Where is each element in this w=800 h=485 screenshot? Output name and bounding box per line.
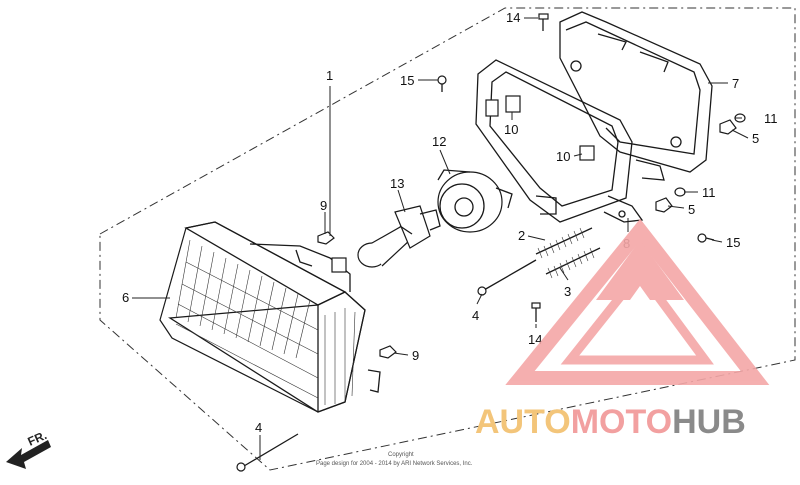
- callout-15-right: 15: [726, 235, 740, 250]
- callout-3: 3: [564, 284, 571, 299]
- bolt-14-lower: [531, 302, 541, 322]
- adjusting-screw-upper: [477, 259, 537, 296]
- copyright-line2: Page design for 2004 - 2014 by ARI Netwo…: [316, 461, 473, 467]
- callout-14-top: 14: [506, 10, 520, 25]
- callout-14-lower: 14: [528, 332, 542, 347]
- adjusting-screw-lower: [236, 433, 299, 472]
- copyright-line1: Copyright: [388, 452, 414, 458]
- callout-4-lower: 4: [255, 420, 262, 435]
- bolt-14-top: [538, 13, 549, 31]
- callout-6: 6: [122, 290, 129, 305]
- nut-5-lower: [655, 197, 673, 213]
- callout-7: 7: [732, 76, 739, 91]
- nut-9-bottom: [379, 345, 397, 359]
- callout-2: 2: [518, 228, 525, 243]
- headlight-lens-unit: [159, 221, 381, 413]
- callout-9-bottom: 9: [412, 348, 419, 363]
- watermark-logo: [505, 218, 770, 385]
- adjusting-springs: [535, 227, 601, 279]
- watermark-auto: AUTO: [475, 403, 571, 441]
- callout-11-lower: 11: [702, 185, 716, 200]
- copyright-notice: Copyright Page design for 2004 - 2014 by…: [316, 452, 473, 467]
- svg-text:AUTOMOTOHUB: AUTOMOTOHUB: [475, 403, 746, 441]
- callout-5-upper: 5: [752, 131, 759, 146]
- callout-10-upper: 10: [504, 122, 518, 137]
- screw-15-top: [437, 75, 447, 92]
- screw-15-right: [697, 233, 715, 243]
- front-direction-arrow: FR.: [6, 428, 51, 469]
- headlight-mounting-frame: [475, 59, 644, 223]
- callout-15-top: 15: [400, 73, 414, 88]
- callout-13: 13: [390, 176, 404, 191]
- callouts: 1 2 3 4 4 5 5 6 7 8 9 9 10 10 11 11 12 1…: [122, 10, 778, 435]
- assembly-boundary: [99, 7, 796, 471]
- headlight-case: [559, 11, 713, 181]
- callout-9-top: 9: [320, 198, 327, 213]
- headlight-bulb: [357, 205, 441, 268]
- callout-4-upper: 4: [472, 308, 479, 323]
- watermark-moto: MOTO: [571, 403, 672, 441]
- bulb-dust-cover: [437, 169, 513, 233]
- watermark-hub: HUB: [672, 403, 746, 441]
- callout-5-lower: 5: [688, 202, 695, 217]
- callout-12: 12: [432, 134, 446, 149]
- callout-1: 1: [326, 68, 333, 83]
- callout-10-lower: 10: [556, 149, 570, 164]
- callout-11-upper: 11: [764, 111, 778, 126]
- collar-11-lower: [674, 187, 686, 197]
- nut-9-top: [317, 231, 335, 245]
- watermark-text: AUTOMOTOHUB: [475, 403, 746, 441]
- leader-lines: [132, 17, 749, 460]
- nut-5-upper: [719, 119, 737, 135]
